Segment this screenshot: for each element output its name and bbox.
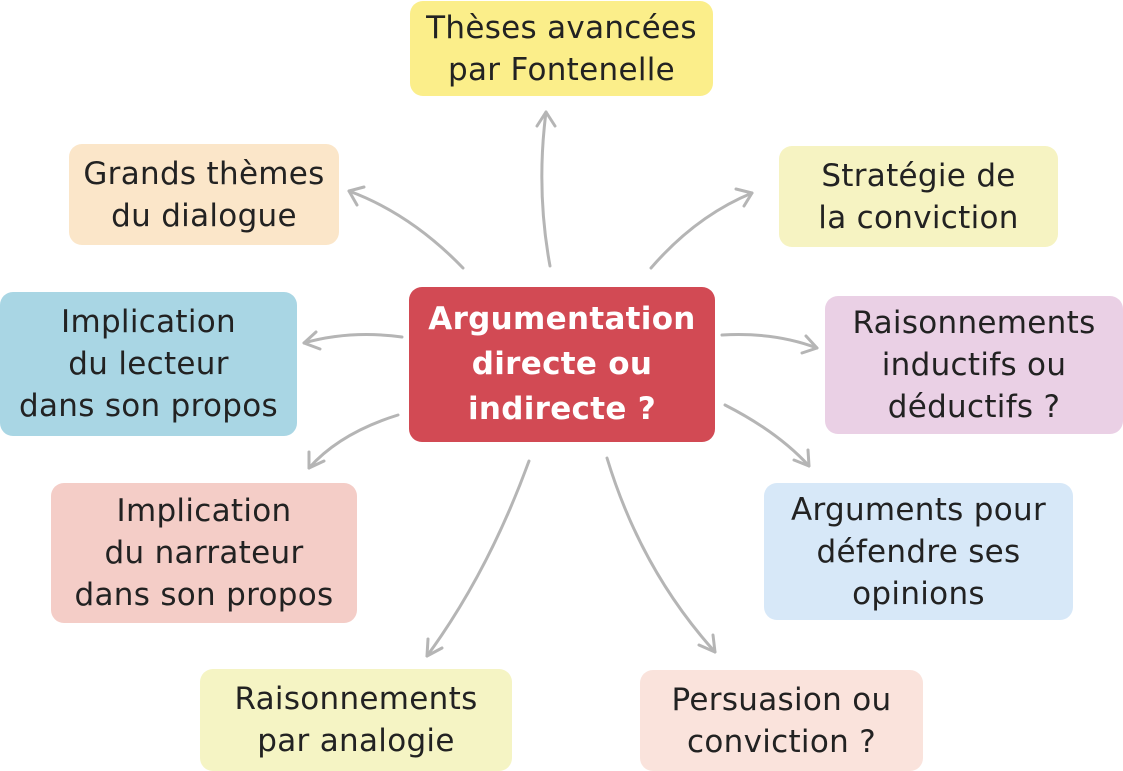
arrow-to-arguments — [723, 403, 811, 468]
central-topic-line: Argumentation — [428, 301, 696, 337]
node-label-line: dans son propos — [74, 577, 334, 613]
node-grands-themes: Grands thèmes du dialogue — [69, 144, 339, 245]
arrow-to-strategie — [649, 187, 754, 270]
node-label-line: la conviction — [818, 199, 1019, 236]
node-label-line: Grands thèmes — [83, 155, 325, 192]
node-label-line: dans son propos — [19, 388, 278, 424]
node-label-line: Raisonnements — [852, 305, 1096, 341]
node-label-line: déductifs ? — [887, 389, 1061, 425]
node-label-line: Implication — [61, 304, 236, 340]
arrow-to-persuasion — [605, 456, 717, 654]
arrow-to-implication-narrateur — [307, 413, 400, 470]
central-topic-line: directe ou — [471, 346, 653, 382]
node-theses: Thèses avancées par Fontenelle — [410, 1, 713, 96]
node-label-line: Thèses avancées — [426, 9, 697, 46]
arrow-to-grands-themes — [347, 185, 465, 270]
node-label-line: défendre ses — [816, 533, 1021, 570]
arrow-to-theses — [535, 110, 557, 268]
node-raisonnements-inductifs: Raisonnements inductifs ou déductifs ? — [825, 296, 1123, 434]
node-label-line: Implication — [116, 493, 292, 529]
node-label-line: du narrateur — [104, 535, 304, 571]
node-label-line: par analogie — [257, 723, 455, 759]
node-label-line: Raisonnements — [234, 681, 478, 717]
node-arguments: Arguments pour défendre ses opinions — [764, 483, 1073, 620]
node-implication-narrateur: Implication du narrateur dans son propos — [51, 483, 357, 623]
node-label-line: Arguments pour — [790, 491, 1047, 528]
arrow-to-raisonnements-inductifs — [720, 333, 819, 355]
central-topic-line: indirecte ? — [467, 391, 657, 427]
node-implication-lecteur: Implication du lecteur dans son propos — [0, 292, 297, 436]
node-label-line: inductifs ou — [881, 347, 1067, 383]
node-label-line: Persuasion ou — [671, 681, 892, 718]
node-label-line: par Fontenelle — [447, 51, 676, 88]
node-raisonnements-analogie: Raisonnements par analogie — [200, 669, 512, 771]
node-strategie: Stratégie de la conviction — [779, 146, 1058, 247]
arrow-to-implication-lecteur — [302, 330, 404, 351]
node-label-line: conviction ? — [687, 723, 876, 760]
node-label-line: du lecteur — [68, 346, 229, 382]
node-label-line: opinions — [852, 575, 985, 612]
arrow-to-raisonnements-analogie — [425, 459, 531, 658]
central-topic: Argumentation directe ou indirecte ? — [409, 287, 715, 442]
node-label-line: du dialogue — [111, 197, 297, 234]
node-persuasion: Persuasion ou conviction ? — [640, 670, 923, 771]
node-label-line: Stratégie de — [821, 157, 1016, 194]
